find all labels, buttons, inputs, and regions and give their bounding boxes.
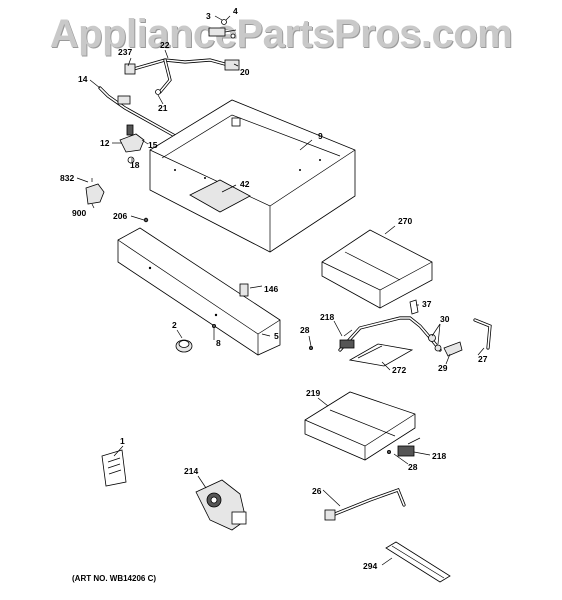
callout-15: 15 xyxy=(148,140,158,150)
part-26-broil-tube[interactable] xyxy=(324,487,406,521)
part-3-4-fitting[interactable] xyxy=(208,19,237,39)
callout-22: 22 xyxy=(160,40,170,50)
part-28-screw-top[interactable] xyxy=(308,345,313,350)
part-28-screw-bottom[interactable] xyxy=(386,449,391,454)
callout-29: 29 xyxy=(438,363,448,373)
callout-37: 37 xyxy=(422,299,432,309)
callout-832: 832 xyxy=(60,173,74,183)
callout-2: 2 xyxy=(172,320,177,330)
callout-14: 14 xyxy=(78,74,88,84)
watermark-logo-text: AppliancePartsPros.com xyxy=(49,12,513,56)
callout-218-top: 218 xyxy=(320,312,334,322)
callout-272: 272 xyxy=(392,365,406,375)
leader-lines xyxy=(76,15,485,566)
callout-4: 4 xyxy=(233,6,238,16)
callout-206: 206 xyxy=(113,211,127,221)
part-214-valve-assembly[interactable] xyxy=(195,479,247,531)
callout-5: 5 xyxy=(274,331,279,341)
part-219-lower-shield[interactable] xyxy=(304,391,416,461)
callout-218-bottom: 218 xyxy=(432,451,446,461)
part-206-screw[interactable] xyxy=(143,217,149,223)
callout-270: 270 xyxy=(398,216,412,226)
callout-26: 26 xyxy=(312,486,322,496)
part-1-literature[interactable] xyxy=(101,449,127,487)
part-218-igniter-top[interactable] xyxy=(339,329,355,349)
part-5-manifold-panel[interactable] xyxy=(117,227,281,356)
callout-20: 20 xyxy=(240,67,250,77)
part-12-valve-bracket[interactable] xyxy=(119,124,145,164)
part-30-burner-tube[interactable] xyxy=(338,316,492,357)
callout-18: 18 xyxy=(130,160,140,170)
callout-237: 237 xyxy=(118,47,132,57)
callout-12: 12 xyxy=(100,138,110,148)
callout-9: 9 xyxy=(318,131,323,141)
part-272-burner[interactable] xyxy=(348,343,414,367)
part-294-trim-strip[interactable] xyxy=(385,541,451,583)
part-9-burner-box[interactable] xyxy=(149,99,356,253)
callout-21: 21 xyxy=(158,103,168,113)
callout-28-bottom: 28 xyxy=(408,462,418,472)
callout-219: 219 xyxy=(306,388,320,398)
callout-3: 3 xyxy=(206,11,211,21)
art-number: (ART NO. WB14206 C) xyxy=(72,574,157,583)
callout-8: 8 xyxy=(216,338,221,348)
part-22-gas-tube[interactable] xyxy=(124,58,240,95)
callout-1: 1 xyxy=(120,436,125,446)
callout-30: 30 xyxy=(440,314,450,324)
part-218-igniter-bottom[interactable] xyxy=(397,437,421,457)
part-270-heat-shield[interactable] xyxy=(321,229,433,309)
part-37-bracket[interactable] xyxy=(409,299,419,315)
callout-28-top: 28 xyxy=(300,325,310,335)
callout-294: 294 xyxy=(363,561,377,571)
part-900-igniter-switch[interactable] xyxy=(85,178,105,205)
callout-900: 900 xyxy=(72,208,86,218)
part-2-knob[interactable] xyxy=(175,339,193,353)
part-8-screw[interactable] xyxy=(211,323,216,328)
callout-42: 42 xyxy=(240,179,250,189)
callout-27: 27 xyxy=(478,354,488,364)
callout-labels: 3 4 237 22 20 14 21 9 12 15 18 832 42 90… xyxy=(60,6,488,571)
callout-146: 146 xyxy=(264,284,278,294)
callout-214: 214 xyxy=(184,466,198,476)
